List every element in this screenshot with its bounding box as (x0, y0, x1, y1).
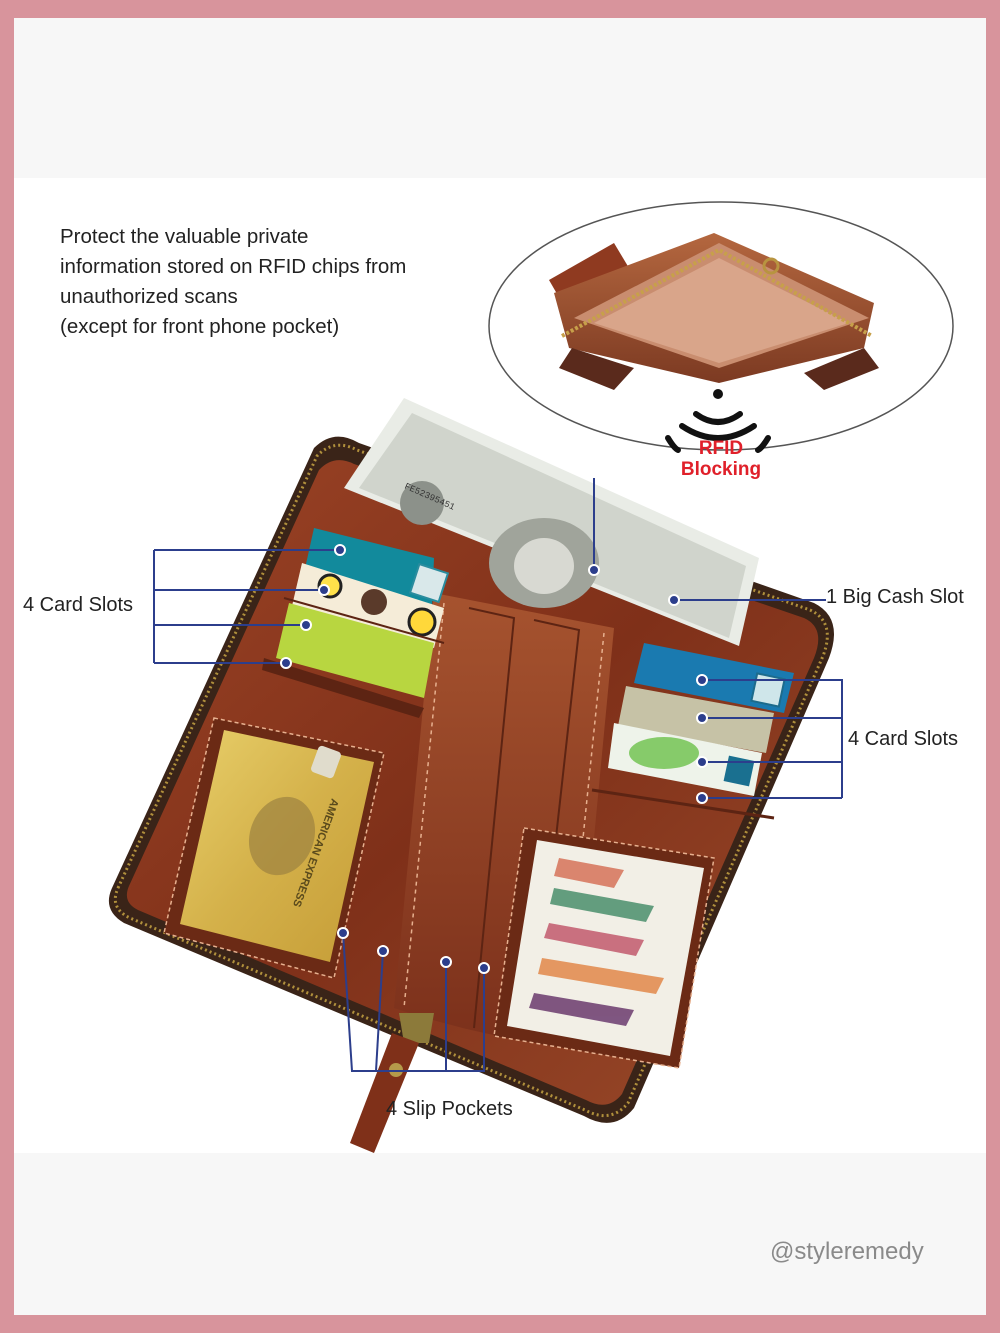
rfid-badge-line2: Blocking (680, 459, 762, 480)
rfid-badge-line1: RFID (698, 438, 744, 459)
rfid-blocking-badge: RFID Blocking (656, 438, 786, 480)
rfid-signal-icon (665, 389, 771, 453)
pink-frame: FE52395451 (14, 18, 986, 1315)
right-card-slots-label: 4 Card Slots (848, 728, 959, 750)
description-line: information stored on RFID chips from (60, 255, 407, 278)
watermark: @styleremedy (770, 1238, 924, 1265)
description-line: unauthorized scans (60, 285, 238, 308)
wallet-illustration: FE52395451 (108, 201, 954, 1153)
zipper-pull (350, 1013, 434, 1153)
left-card-slots-label: 4 Card Slots (23, 594, 134, 616)
description-line: Protect the valuable private (60, 225, 309, 248)
big-cash-slot-label: 1 Big Cash Slot (826, 586, 964, 608)
callout-lines (153, 478, 843, 1072)
wallet: FE52395451 (108, 398, 834, 1153)
slip-pockets-label: 4 Slip Pockets (386, 1098, 513, 1120)
cash-bill: FE52395451 (344, 398, 759, 646)
id-window-left: AMERICAN EXPRESS (163, 717, 385, 979)
rfid-description: Protect the valuable private information… (60, 222, 500, 342)
id-window-right (493, 827, 715, 1069)
right-card-slots (591, 643, 794, 820)
callout-dots (280, 544, 708, 974)
description-line: (except for front phone pocket) (60, 315, 340, 338)
inset-oval (488, 201, 954, 451)
